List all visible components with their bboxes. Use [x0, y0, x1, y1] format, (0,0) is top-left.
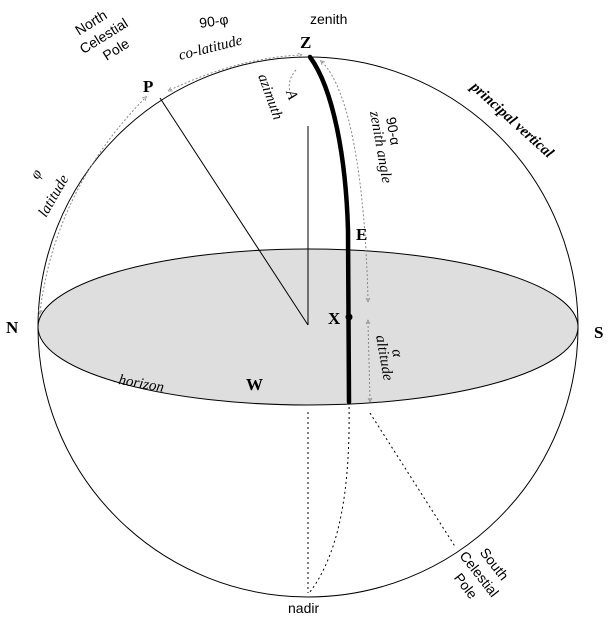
south-polar-axis-line: [369, 412, 457, 549]
east-letter: E: [356, 225, 367, 244]
meridian-below-horizon: [309, 401, 350, 593]
zenith-label: zenith: [310, 11, 347, 27]
north-letter: N: [6, 318, 19, 337]
colatitude-symbol: 90-φ: [198, 11, 229, 31]
altitude-symbol: α: [388, 348, 405, 360]
colatitude-arc: [170, 55, 300, 90]
colatitude-text: co-latitude: [177, 33, 244, 64]
west-letter: W: [246, 375, 263, 394]
latitude-symbol: φ: [28, 167, 46, 182]
zenith-angle-arc: [322, 62, 368, 300]
zenith-angle-symbol: 90-α: [383, 116, 404, 147]
altitude-text: altitude: [372, 334, 396, 382]
north-celestial-pole-label: North Celestial Pole: [72, 7, 132, 64]
star-position-dot: [345, 313, 353, 321]
polar-axis-line: [159, 97, 309, 326]
horizon-label: horizon: [117, 372, 165, 396]
south-letter: S: [594, 323, 603, 342]
star-letter: X: [328, 309, 341, 328]
pole-letter: P: [143, 77, 153, 96]
altitude-arc: [368, 322, 370, 400]
zenith-letter: Z: [300, 33, 311, 52]
nadir-label: nadir: [288, 600, 319, 616]
